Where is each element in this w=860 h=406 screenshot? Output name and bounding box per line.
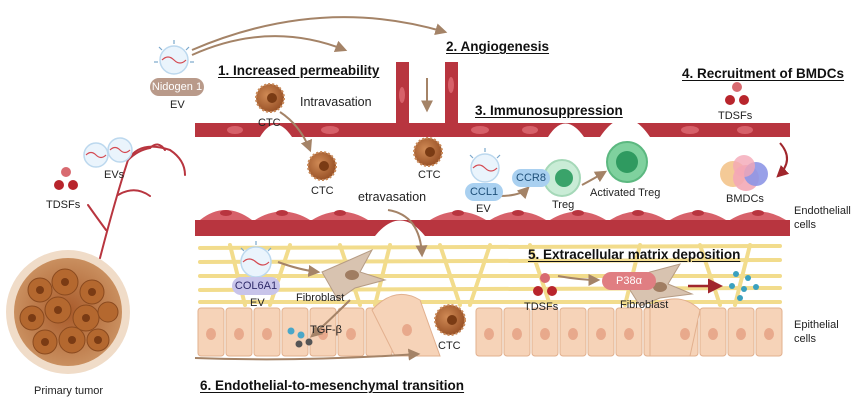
heading-emt: 6. Endothelial-to-mesenchymal transition — [200, 378, 465, 393]
lower-endothelial-cells — [200, 210, 786, 220]
heading-immunosuppression: 3. Immunosuppression — [475, 103, 623, 118]
heading-ecm-deposition: 5. Extracellular matrix deposition — [528, 247, 741, 262]
label-ev-col6a1: EV — [250, 297, 265, 309]
col6a1-pill: COL6A1 — [232, 277, 280, 295]
heading-angiogenesis: 2. Angiogenesis — [446, 39, 550, 54]
label-fibroblast-left: Fibroblast — [296, 292, 345, 304]
tumor-vessel — [87, 143, 186, 259]
primary-tumor-mass — [6, 250, 130, 374]
activated-treg-cell — [606, 141, 648, 183]
ccl1-pill: CCL1 — [465, 183, 503, 201]
arrow-fibroblast-to-tgfb — [310, 299, 351, 338]
label-ctc-bottom: CTC — [438, 340, 461, 352]
arrow-tdsfs-to-p38 — [557, 273, 601, 286]
label-ctc-lumen-left: CTC — [311, 185, 334, 197]
label-intravasation: Intravasation — [300, 95, 372, 109]
label-fibroblast-right: Fibroblast — [620, 299, 669, 311]
secreted-factor-dots — [729, 271, 759, 301]
arrow-col6a1-to-fibroblast — [277, 261, 321, 277]
label-epithelial-1: Epithelial — [794, 319, 839, 331]
label-activated-treg: Activated Treg — [590, 187, 661, 199]
label-treg: Treg — [552, 199, 575, 211]
heading-increased-permeability: 1. Increased permeability — [218, 63, 380, 78]
p38a-pill: P38α — [602, 272, 656, 290]
label-ctc-top: CTC — [258, 117, 281, 129]
arrow-ev-to-angiogenesis — [191, 16, 448, 51]
ev-nidogen1 — [154, 40, 194, 75]
ccr8-pill: CCR8 — [512, 169, 550, 187]
vessel-branch-right-wall — [445, 62, 458, 137]
arrow-tdsfs-to-bmdcs — [776, 142, 790, 178]
label-tdsfs-right: TDSFs — [718, 110, 753, 122]
fibroblast-left-cell — [321, 248, 387, 301]
label-ev-nidogen: EV — [170, 99, 185, 111]
arrow-ccl1-to-ccr8 — [499, 186, 530, 200]
arrow-treg-activation — [581, 170, 608, 186]
heading-recruitment-bmdcs: 4. Recruitment of BMDCs — [682, 66, 845, 81]
label-tgfb: TGF-β — [310, 324, 342, 336]
vessel-gap-2 — [548, 123, 584, 137]
label-tdsfs-ecm: TDSFs — [524, 301, 559, 313]
vessel-gap-3 — [600, 118, 650, 137]
arrows — [191, 16, 608, 361]
label-bmdcs: BMDCs — [726, 193, 764, 205]
label-tdsfs-left: TDSFs — [46, 199, 81, 211]
upper-endothelial-cells — [227, 77, 753, 134]
label-etravasation: etravasation — [358, 190, 427, 204]
tgfb-dots — [287, 327, 313, 348]
ev-ccl1 — [469, 148, 501, 183]
label-evs-left: EVs — [104, 169, 125, 181]
vessel-lower-wall — [195, 220, 790, 236]
arrow-ev-to-permeability — [191, 35, 348, 56]
tdsfs-left-dots — [54, 167, 78, 190]
arrow-emt — [194, 348, 421, 361]
fibroblast-right-cell — [624, 263, 694, 307]
bmdc-cluster — [720, 155, 768, 191]
nidogen1-pill: Nidogen 1 — [150, 78, 204, 96]
label-primary-tumor: Primary tumor — [34, 385, 104, 397]
label-ev-ccl1: EV — [476, 203, 491, 215]
tdsfs-ecm-dots — [533, 273, 557, 296]
arrow-extravasation — [387, 209, 428, 258]
evs-left — [83, 137, 133, 168]
arrow-intravasation — [279, 111, 313, 153]
label-endothelial-2: cells — [794, 219, 817, 231]
label-epithelial-2: cells — [794, 333, 817, 345]
tdsfs-right-dots — [725, 82, 749, 105]
treg-cell — [543, 159, 581, 197]
label-endothelial-1: Endotheliall — [794, 205, 851, 217]
vessel-gap-1 — [260, 124, 292, 137]
ctc-cells — [255, 83, 466, 336]
label-ctc-lumen-mid: CTC — [418, 169, 441, 181]
